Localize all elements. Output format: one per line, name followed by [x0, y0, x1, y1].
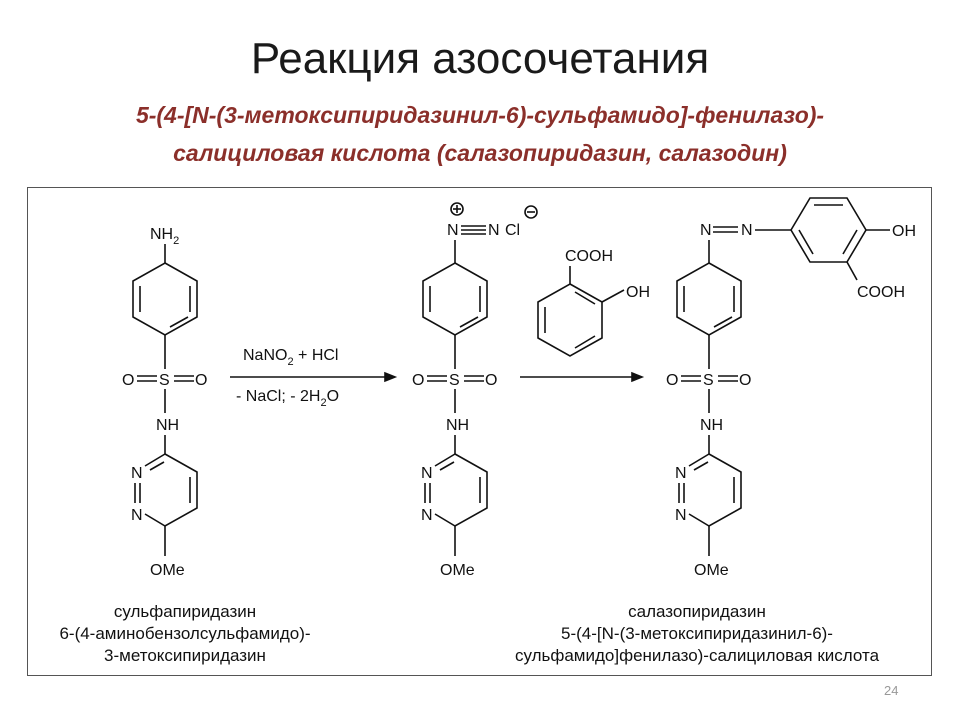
ring-n-lower-3: N: [675, 507, 687, 524]
oxygen-left-label-2: O: [412, 372, 424, 389]
slide-title: Реакция азосочетания: [250, 34, 710, 83]
chloride-label: Cl: [505, 222, 520, 239]
reaction-arrow-1: NaNO2 + HCl - NaCl; - 2H2O: [230, 347, 398, 409]
start-name-line-3: 3-метоксипиридазин: [104, 646, 266, 665]
page-number: 24: [884, 683, 899, 698]
oxygen-right-label: O: [195, 372, 207, 389]
oh-label-product: OH: [892, 223, 916, 240]
nh-label-2: NH: [446, 417, 469, 434]
product-compound-name: салазопиридазин 5-(4-[N-(3-метоксипирида…: [515, 602, 880, 665]
azo-n2: N: [741, 222, 753, 239]
reaction-arrow-2: [520, 371, 645, 383]
subtitle-line-2: салициловая кислота (салазопиридазин, са…: [173, 140, 787, 166]
subtitle-line-1: 5-(4-[N-(3-метоксипиридазинил-6)-сульфам…: [135, 102, 825, 128]
nh-label: NH: [156, 417, 179, 434]
sulfur-label-2: S: [449, 372, 460, 389]
oxygen-left-label: O: [122, 372, 134, 389]
minus-charge-icon: [524, 205, 538, 219]
product-name-line-1: салазопиридазин: [628, 602, 766, 621]
sulfur-label: S: [159, 372, 170, 389]
salicylic-acid-structure: COOH OH: [537, 248, 650, 357]
ring-n-upper-3: N: [675, 465, 687, 482]
plus-charge-icon: [450, 202, 464, 216]
sulfapyridazine-structure: NH2 S O O NH N N OMe: [122, 226, 207, 579]
diazonium-structure: N N Cl S O O NH N N OMe: [412, 202, 538, 579]
sulfur-label-3: S: [703, 372, 714, 389]
reagent-bottom: - NaCl; - 2H2O: [236, 388, 339, 409]
cooh-label: COOH: [565, 248, 613, 265]
ring-n-lower-2: N: [421, 507, 433, 524]
oxygen-right-label-3: O: [739, 372, 751, 389]
diazo-n1: N: [447, 222, 459, 239]
start-name-line-1: сульфапиридазин: [114, 602, 256, 621]
start-compound-name: сульфапиридазин 6-(4-аминобензолсульфами…: [59, 602, 310, 665]
salazopyridazine-structure: N N OH COOH S O O NH N N OMe: [666, 197, 916, 579]
azo-n1: N: [700, 222, 712, 239]
nh-label-3: NH: [700, 417, 723, 434]
oh-label: OH: [626, 284, 650, 301]
ome-label-3: OMe: [694, 562, 729, 579]
ring-n-lower: N: [131, 507, 143, 524]
ome-label: OMe: [150, 562, 185, 579]
ring-n-upper: N: [131, 465, 143, 482]
diazo-n2: N: [488, 222, 500, 239]
ome-label-2: OMe: [440, 562, 475, 579]
oxygen-right-label-2: O: [485, 372, 497, 389]
reagent-top: NaNO2 + HCl: [243, 347, 338, 368]
nh2-label: NH2: [150, 226, 179, 247]
product-name-line-2: 5-(4-[N-(3-метоксипиридазинил-6)-: [561, 624, 833, 643]
product-name-line-3: сульфамидо]фенилазо)-салициловая кислота: [515, 646, 880, 665]
scheme-frame: [27, 187, 932, 676]
oxygen-left-label-3: O: [666, 372, 678, 389]
cooh-label-product: COOH: [857, 284, 905, 301]
start-name-line-2: 6-(4-аминобензолсульфамидо)-: [59, 624, 310, 643]
ring-n-upper-2: N: [421, 465, 433, 482]
